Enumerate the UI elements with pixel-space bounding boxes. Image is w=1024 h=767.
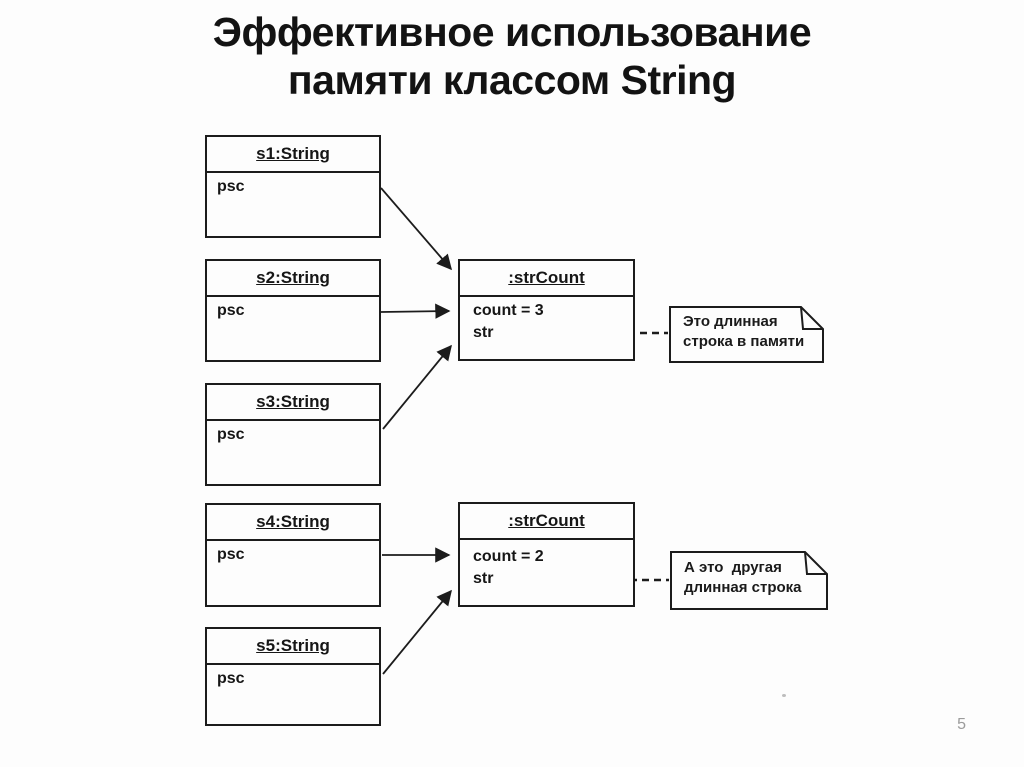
strcount1-str-field: str (473, 324, 494, 341)
note2-text: А это другая длинная строка (684, 558, 802, 598)
slide-title-line-1: Эффективное использование (212, 9, 812, 55)
note2-line-2: длинная строка (684, 579, 802, 596)
object-name-s1: s1:String (207, 137, 379, 173)
object-field-s3-psc: psc (217, 426, 245, 443)
strcount2-name: :strCount (460, 504, 633, 540)
note1-line-1: Это длинная (683, 313, 778, 330)
object-field-s2-psc: psc (217, 302, 245, 319)
note1-text: Это длинная строка в памяти (683, 312, 804, 352)
arrow-s1-to-strcount1 (380, 187, 453, 271)
arrow-s2-to-strcount1 (380, 303, 451, 319)
arrow-s3-to-strcount1 (382, 344, 452, 430)
scan-artifact-dot (782, 694, 786, 697)
object-box-s5: s5:String psc (205, 627, 381, 726)
note1-line-2: строка в памяти (683, 333, 805, 350)
object-name-s3: s3:String (207, 385, 379, 421)
object-box-s4: s4:String psc (205, 503, 381, 607)
object-box-s2: s2:String psc (205, 259, 381, 362)
object-name-s2: s2:String (207, 261, 379, 297)
arrow-s5-to-strcount2 (382, 589, 452, 675)
object-field-s4-psc: psc (217, 546, 245, 563)
strcount2-count-value: count = 2 (473, 548, 544, 565)
strcount1-name: :strCount (460, 261, 633, 297)
slide-title-line-2: памяти классом String (287, 57, 737, 103)
note2-line-1: А это другая (684, 559, 782, 576)
strcount-box-2: :strCount count = 2 str (458, 502, 635, 607)
object-field-s1-psc: psc (217, 178, 245, 195)
strcount1-count-value: count = 3 (473, 302, 544, 319)
object-box-s1: s1:String psc (205, 135, 381, 238)
object-field-s5-psc: psc (217, 670, 245, 687)
strcount2-str-field: str (473, 570, 494, 587)
slide-title: Эффективное использование памяти классом… (0, 8, 1024, 104)
object-name-s5: s5:String (207, 629, 379, 665)
object-box-s3: s3:String psc (205, 383, 381, 486)
object-name-s4: s4:String (207, 505, 379, 541)
strcount-box-1: :strCount count = 3 str (458, 259, 635, 361)
page-number: 5 (957, 716, 966, 733)
